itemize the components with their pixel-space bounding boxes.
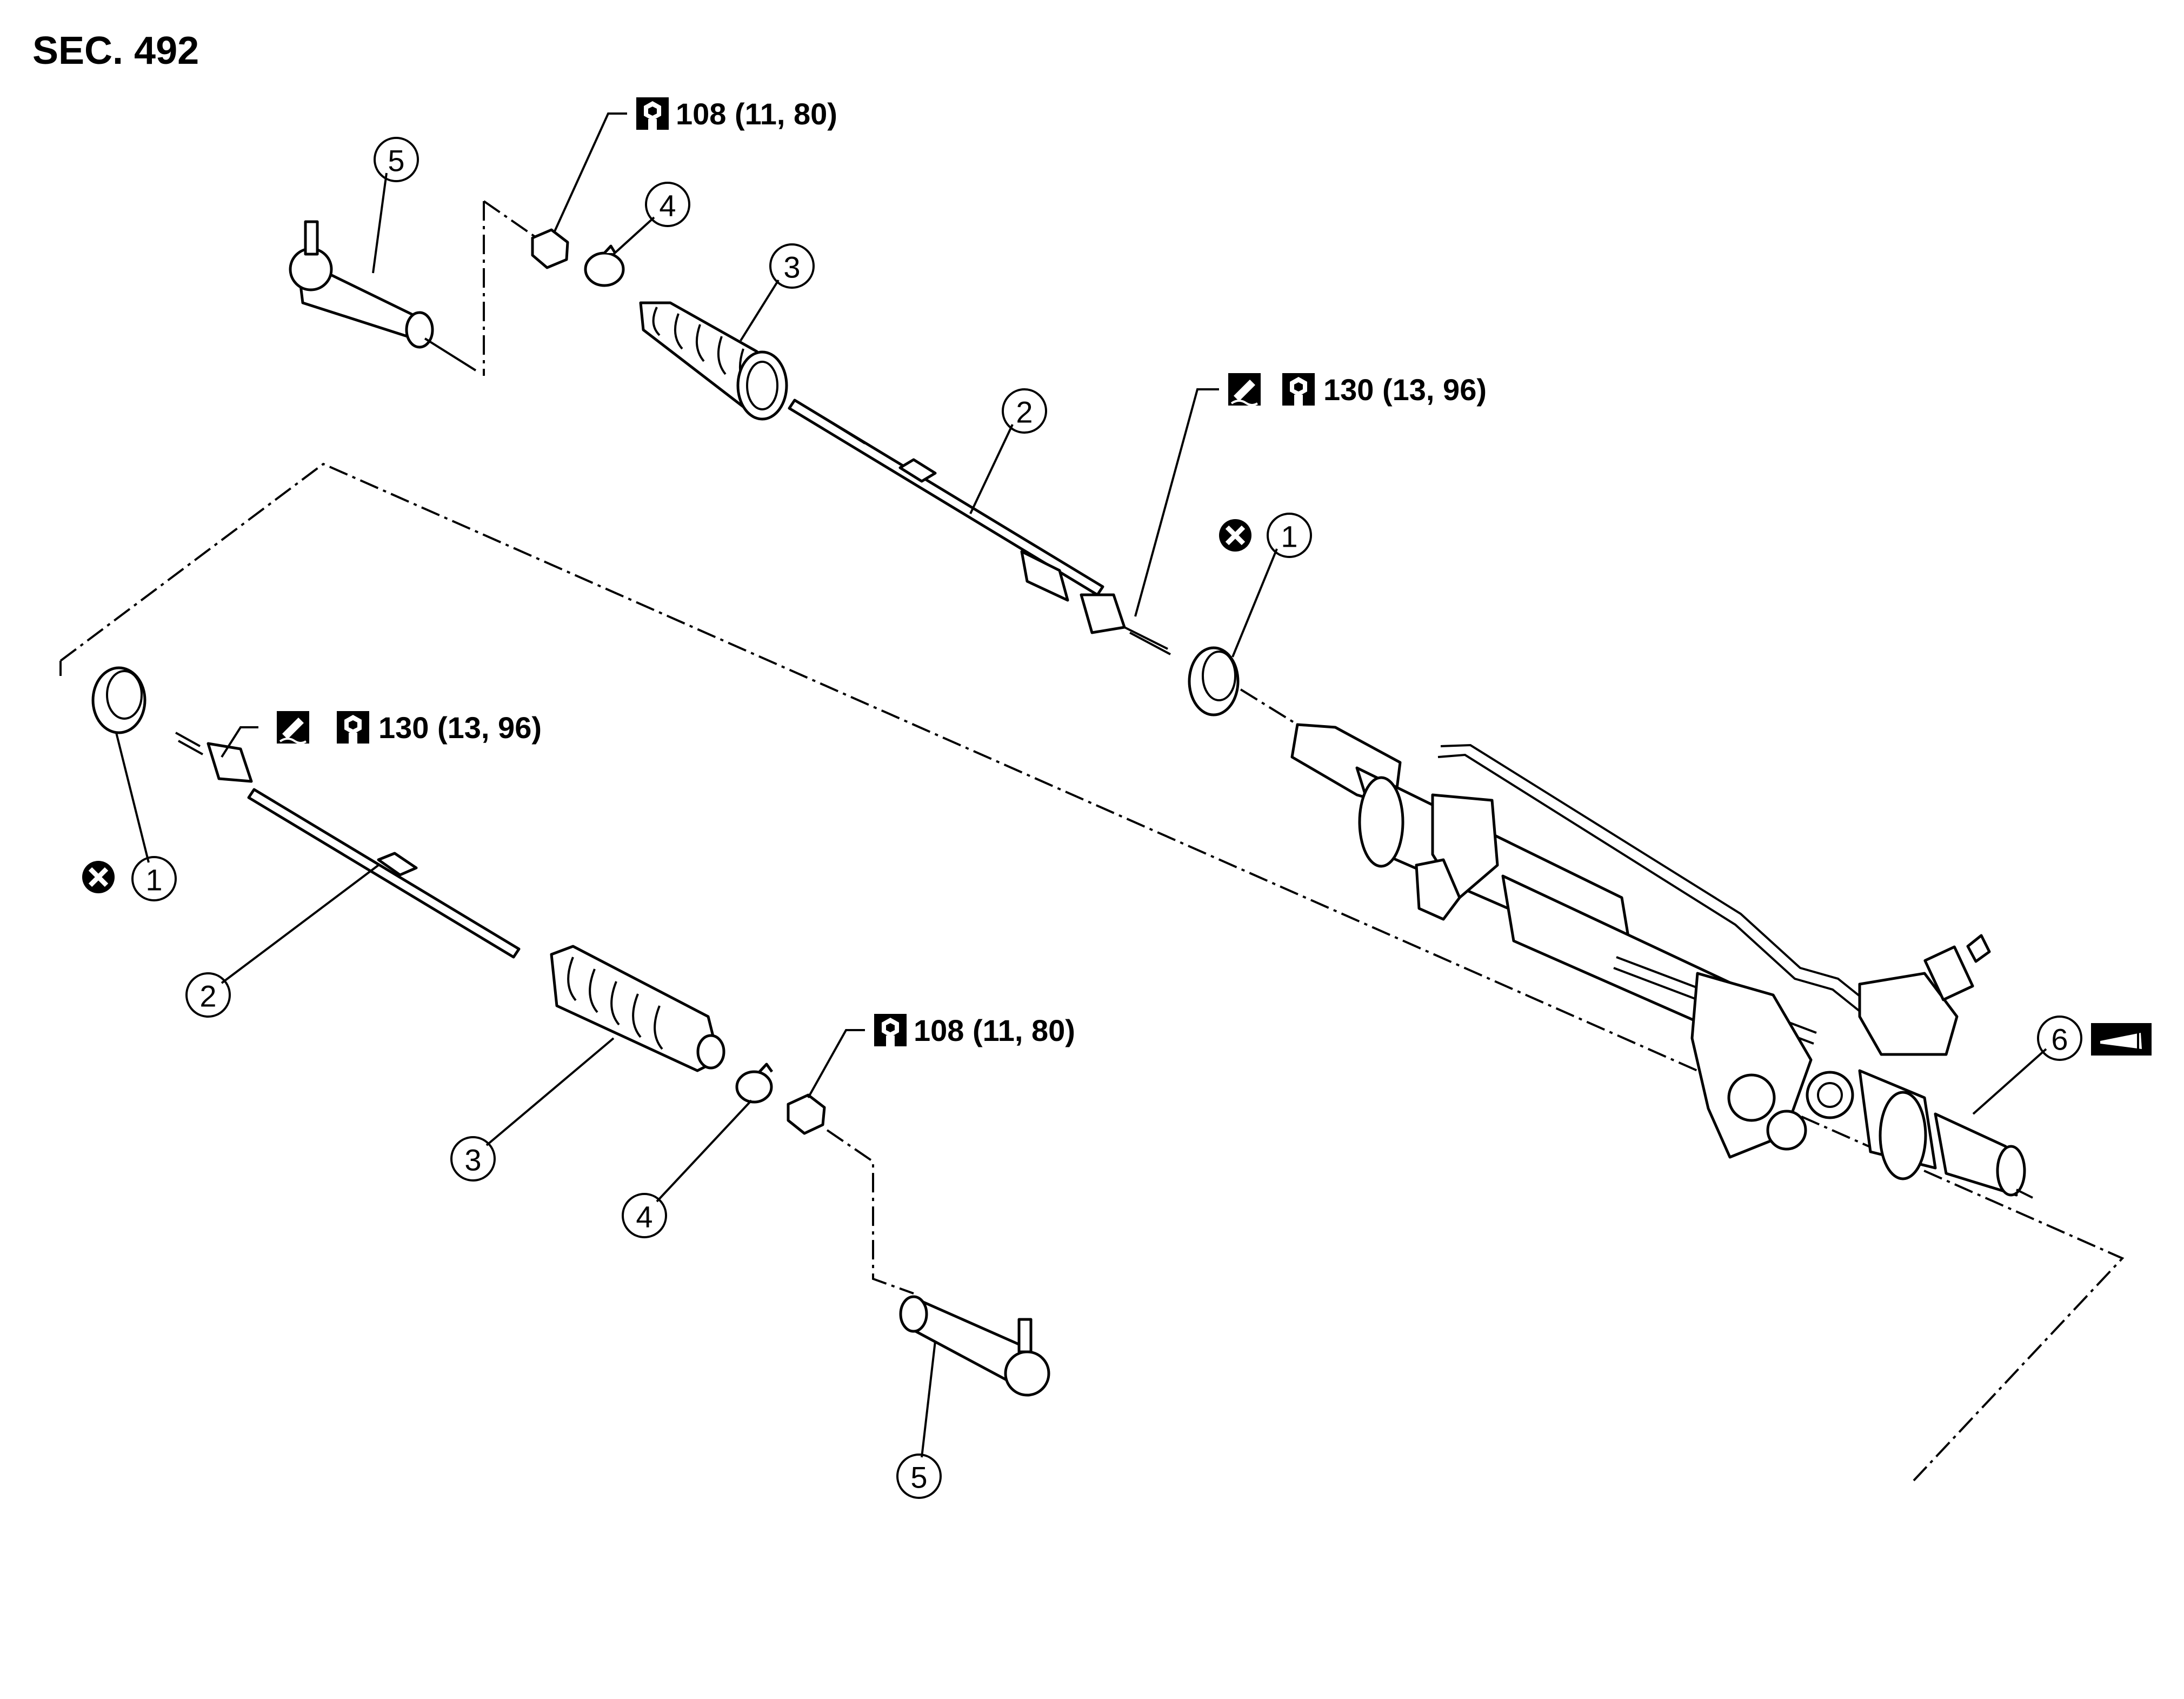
torque-wrench-icon	[1282, 373, 1315, 406]
callout-2-upper: 2	[1002, 388, 1047, 434]
tie-rod-nut-upper	[531, 228, 569, 269]
torque-leader-socket-lower	[221, 726, 258, 758]
boot-lower	[550, 945, 725, 1072]
callout-2-lower: 2	[185, 972, 231, 1018]
torque-nut-lower: 108 (11, 80)	[914, 1013, 1075, 1047]
svg-text:6: 6	[2051, 1023, 2068, 1057]
svg-text:3: 3	[783, 250, 800, 284]
leader-2-upper	[969, 424, 1014, 514]
torque-wrench-icon	[636, 97, 669, 130]
outer-tie-rod-end-upper	[289, 220, 477, 371]
svg-text:4: 4	[659, 189, 676, 223]
tie-rod-nut-lower	[787, 1093, 826, 1135]
leader-2-lower	[221, 864, 379, 984]
leader-5-upper	[372, 172, 388, 274]
leader-3-upper	[740, 279, 780, 342]
leader-5-lower	[921, 1340, 936, 1458]
torque-socket-lower: 130 (13, 96)	[378, 711, 542, 745]
leader-1-upper	[1231, 548, 1278, 658]
torque-leader-nut-lower	[807, 1029, 865, 1098]
callout-3-lower: 3	[450, 1136, 496, 1182]
svg-text:2: 2	[199, 979, 216, 1013]
callout-4-upper: 4	[645, 182, 690, 227]
do-not-reuse-icon	[82, 861, 115, 893]
seal-left	[91, 666, 147, 734]
nut-guide-upper	[483, 200, 536, 238]
svg-text:3: 3	[464, 1143, 481, 1177]
callout-3-upper: 3	[769, 243, 815, 289]
torque-leader-nut-upper	[553, 112, 627, 233]
svg-text:5: 5	[388, 144, 404, 178]
seal-guide-right	[1240, 688, 1299, 726]
svg-text:1: 1	[145, 863, 162, 897]
steering-gear-assembly	[1290, 723, 2033, 1199]
inner-tie-rod-upper	[788, 399, 1171, 655]
torque-socket-upper: 130 (13, 96)	[1323, 373, 1487, 407]
do-not-reuse-icon	[1219, 519, 1251, 552]
callout-1-upper: 1	[1267, 513, 1312, 558]
callout-5-upper: 5	[374, 137, 419, 182]
nut-guide-lower	[826, 1129, 914, 1295]
fluid-drain-icon	[2091, 1023, 2152, 1056]
svg-text:1: 1	[1281, 520, 1297, 554]
svg-text:4: 4	[636, 1200, 652, 1234]
callout-1-left: 1	[131, 856, 177, 901]
svg-text:5: 5	[910, 1461, 927, 1495]
svg-text:2: 2	[1016, 395, 1033, 429]
section-label: SEC. 492	[32, 29, 199, 72]
sealant-apply-icon	[1227, 372, 1262, 407]
seal-upper-right	[1188, 646, 1240, 716]
callout-4-lower: 4	[622, 1193, 667, 1238]
boot-clamp-upper	[584, 244, 625, 287]
boot-clamp-lower	[735, 1063, 774, 1104]
torque-leader-socket-upper	[1134, 388, 1219, 617]
inner-tie-rod-lower	[175, 732, 521, 959]
torque-wrench-icon	[874, 1014, 907, 1046]
torque-nut-upper: 108 (11, 80)	[676, 97, 837, 131]
leader-4-upper	[612, 216, 655, 255]
assembly-boundary-line	[59, 462, 2125, 1482]
outer-tie-rod-end-lower	[899, 1295, 1050, 1397]
sealant-apply-icon	[276, 710, 310, 745]
leader-3-lower	[485, 1037, 615, 1146]
leader-1-left	[115, 732, 150, 863]
callout-6: 6	[2037, 1016, 2082, 1061]
leader-4-lower	[656, 1099, 753, 1203]
callout-5-lower: 5	[896, 1454, 942, 1499]
torque-wrench-icon	[337, 711, 369, 744]
leader-6	[1972, 1048, 2047, 1115]
boot-upper	[639, 301, 788, 421]
